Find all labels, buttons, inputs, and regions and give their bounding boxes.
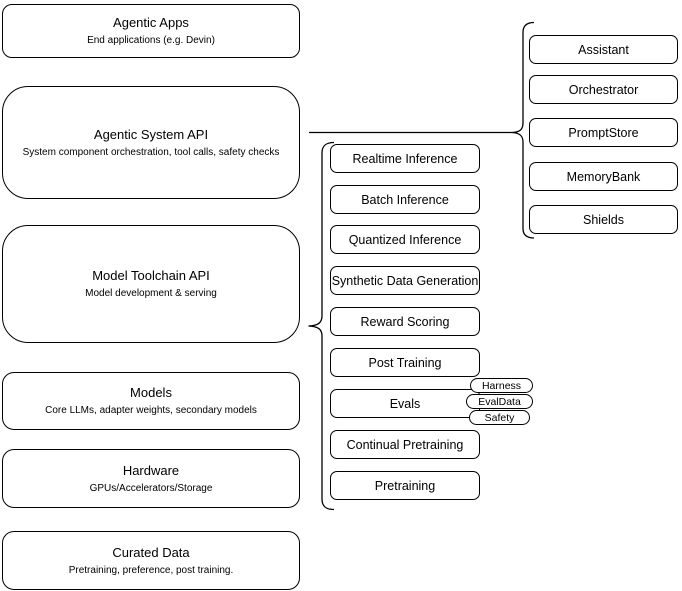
node-label: Pretraining (374, 478, 436, 493)
node-quantized-inference: Quantized Inference (330, 225, 480, 254)
node-title: Curated Data (112, 544, 190, 560)
node-orchestrator: Orchestrator (529, 75, 678, 104)
node-realtime-inference: Realtime Inference (330, 144, 480, 173)
tag-label: Safety (484, 411, 515, 424)
node-label: Synthetic Data Generation (331, 273, 479, 288)
node-subtitle: End applications (e.g. Devin) (87, 35, 215, 46)
node-label: MemoryBank (566, 169, 641, 184)
node-label: Realtime Inference (352, 151, 458, 166)
node-subtitle: Core LLMs, adapter weights, secondary mo… (45, 405, 257, 416)
node-continual-pretraining: Continual Pretraining (330, 430, 480, 459)
node-title: Agentic System API (93, 126, 209, 142)
tag-label: Harness (481, 379, 522, 392)
node-title: Models (130, 385, 172, 400)
node-memorybank: MemoryBank (529, 162, 678, 191)
node-promptstore: PromptStore (529, 118, 678, 147)
tag-label: EvalData (478, 395, 521, 408)
node-label: Continual Pretraining (346, 437, 464, 452)
node-agentic-system-api: Agentic System API System component orch… (2, 86, 300, 199)
node-subtitle: Pretraining, preference, post training. (68, 564, 234, 576)
node-hardware: Hardware GPUs/Accelerators/Storage (2, 449, 300, 508)
node-pretraining: Pretraining (330, 471, 480, 500)
node-label: Reward Scoring (360, 314, 450, 329)
node-label: Shields (583, 212, 624, 227)
node-assistant: Assistant (529, 35, 678, 64)
node-shields: Shields (529, 205, 678, 234)
node-agentic-apps: Agentic Apps End applications (e.g. Devi… (2, 4, 300, 58)
node-evals: Evals (330, 389, 480, 418)
tag-harness: Harness (470, 378, 533, 393)
toolchain-brace (308, 141, 335, 511)
node-title: Hardware (122, 462, 180, 478)
node-label: PromptStore (568, 125, 639, 140)
node-label: Quantized Inference (348, 232, 462, 247)
node-title: Agentic Apps (113, 15, 189, 30)
node-label: Batch Inference (361, 192, 449, 207)
node-subtitle: System component orchestration, tool cal… (22, 146, 280, 158)
node-models: Models Core LLMs, adapter weights, secon… (2, 372, 300, 430)
tag-evaldata: EvalData (466, 394, 533, 409)
node-curated-data: Curated Data Pretraining, preference, po… (2, 531, 300, 590)
node-synthetic-data-generation: Synthetic Data Generation (330, 266, 480, 295)
node-label: Orchestrator (568, 82, 639, 97)
node-title: Model Toolchain API (92, 268, 210, 283)
node-model-toolchain-api: Model Toolchain API Model development & … (2, 225, 300, 343)
node-subtitle: Model development & serving (85, 288, 217, 299)
node-label: Post Training (368, 355, 442, 370)
node-label: Assistant (578, 42, 629, 57)
node-batch-inference: Batch Inference (330, 185, 480, 214)
node-post-training: Post Training (330, 348, 480, 377)
system-components-brace (511, 21, 535, 239)
tag-safety: Safety (469, 410, 530, 425)
node-label: Evals (389, 396, 421, 411)
node-reward-scoring: Reward Scoring (330, 307, 480, 336)
node-subtitle: GPUs/Accelerators/Storage (89, 482, 213, 494)
